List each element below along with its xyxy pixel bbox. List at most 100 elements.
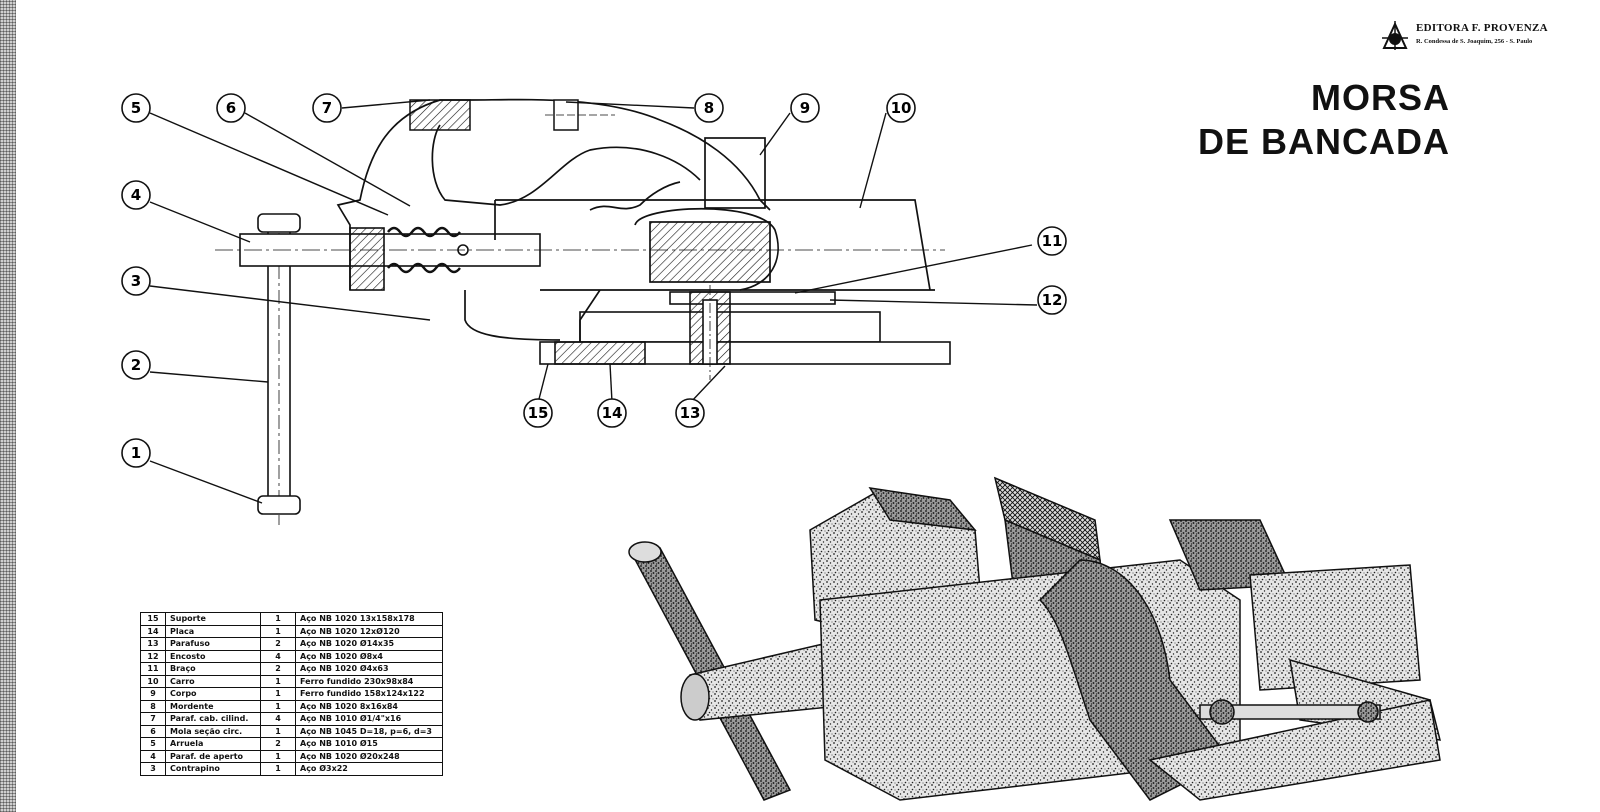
part-quantity-cell: 1 xyxy=(260,624,296,638)
callout-14: 14 xyxy=(597,398,627,428)
part-quantity-cell: 1 xyxy=(260,762,296,776)
part-quantity-cell: 1 xyxy=(260,749,296,763)
part-quantity-cell: 2 xyxy=(260,662,296,676)
part-quantity-cell: 1 xyxy=(260,687,296,701)
part-number-cell: 5 xyxy=(140,737,166,751)
part-material-cell: Ferro fundido 158x124x122 xyxy=(295,687,443,701)
part-material-cell: Aço NB 1045 D=18, p=6, d=3 xyxy=(295,724,443,738)
callout-number: 12 xyxy=(1042,291,1063,309)
part-name-cell: Paraf. cab. cilind. xyxy=(165,712,261,726)
callout-12: 12 xyxy=(1037,285,1067,315)
publisher-name: EDITORA F. PROVENZA xyxy=(1416,22,1548,34)
part-name-cell: Suporte xyxy=(165,612,261,626)
vise-body xyxy=(336,98,935,350)
callout-9: 9 xyxy=(790,93,820,123)
callout-4: 4 xyxy=(121,180,151,210)
part-number-cell: 6 xyxy=(140,724,166,738)
part-name-cell: Parafuso xyxy=(165,637,261,651)
callout-number: 7 xyxy=(322,99,332,117)
part-material-cell: Aço NB 1020 13x158x178 xyxy=(295,612,443,626)
part-material-cell: Aço NB 1010 Ø1/4"x16 xyxy=(295,712,443,726)
callout-15: 15 xyxy=(523,398,553,428)
callout-number: 1 xyxy=(131,444,141,462)
part-number-cell: 15 xyxy=(140,612,166,626)
jaw-and-screws xyxy=(409,99,615,131)
part-material-cell: Aço Ø3x22 xyxy=(295,762,443,776)
part-material-cell: Aço NB 1020 8x16x84 xyxy=(295,699,443,713)
callout-number: 13 xyxy=(680,404,701,422)
callout-number: 4 xyxy=(131,186,141,204)
callout-number: 8 xyxy=(704,99,714,117)
part-number-cell: 7 xyxy=(140,712,166,726)
callout-11: 11 xyxy=(1037,226,1067,256)
part-number-cell: 10 xyxy=(140,674,166,688)
callout-8: 8 xyxy=(694,93,724,123)
vise-illustration xyxy=(628,476,1441,801)
part-name-cell: Carro xyxy=(165,674,261,688)
part-name-cell: Arruela xyxy=(165,737,261,751)
part-number-cell: 12 xyxy=(140,649,166,663)
callout-number: 9 xyxy=(800,99,810,117)
part-name-cell: Paraf. de aperto xyxy=(165,749,261,763)
callout-number: 5 xyxy=(131,99,141,117)
callout-13: 13 xyxy=(675,398,705,428)
part-name-cell: Contrapino xyxy=(165,762,261,776)
part-quantity-cell: 1 xyxy=(260,674,296,688)
callout-number: 10 xyxy=(891,99,912,117)
part-number-cell: 13 xyxy=(140,637,166,651)
part-material-cell: Aço NB 1010 Ø15 xyxy=(295,737,443,751)
callout-10: 10 xyxy=(886,93,916,123)
part-name-cell: Corpo xyxy=(165,687,261,701)
publisher-address: R. Condessa de S. Joaquim, 256 - S. Paul… xyxy=(1416,38,1533,45)
part-quantity-cell: 4 xyxy=(260,649,296,663)
callout-number: 15 xyxy=(528,404,549,422)
part-material-cell: Aço NB 1020 Ø4x63 xyxy=(295,662,443,676)
part-quantity-cell: 4 xyxy=(260,712,296,726)
callout-2: 2 xyxy=(121,350,151,380)
part-number-cell: 11 xyxy=(140,662,166,676)
part-number-cell: 9 xyxy=(140,687,166,701)
clamping-screw xyxy=(215,226,945,291)
publisher-logo-icon xyxy=(1382,21,1408,50)
part-name-cell: Braço xyxy=(165,662,261,676)
callout-5: 5 xyxy=(121,93,151,123)
callout-number: 2 xyxy=(131,356,141,374)
title-line-1: MORSA xyxy=(1311,77,1450,118)
callout-number: 14 xyxy=(602,404,623,422)
part-name-cell: Mola seção circ. xyxy=(165,724,261,738)
part-material-cell: Aço NB 1020 12xØ120 xyxy=(295,624,443,638)
title-line-2: DE BANCADA xyxy=(1198,121,1450,162)
part-quantity-cell: 1 xyxy=(260,699,296,713)
callout-3: 3 xyxy=(121,266,151,296)
part-material-cell: Aço NB 1020 Ø14x35 xyxy=(295,637,443,651)
part-material-cell: Ferro fundido 230x98x84 xyxy=(295,674,443,688)
callout-number: 6 xyxy=(226,99,236,117)
part-quantity-cell: 1 xyxy=(260,612,296,626)
part-material-cell: Aço NB 1020 Ø8x4 xyxy=(295,649,443,663)
part-name-cell: Encosto xyxy=(165,649,261,663)
handle-bar xyxy=(257,213,301,525)
part-number-cell: 8 xyxy=(140,699,166,713)
scan-edge-strip xyxy=(0,0,16,812)
part-number-cell: 14 xyxy=(140,624,166,638)
part-number-cell: 3 xyxy=(140,762,166,776)
vise-base xyxy=(539,285,951,380)
callout-6: 6 xyxy=(216,93,246,123)
part-name-cell: Mordente xyxy=(165,699,261,713)
callouts xyxy=(149,99,1038,504)
